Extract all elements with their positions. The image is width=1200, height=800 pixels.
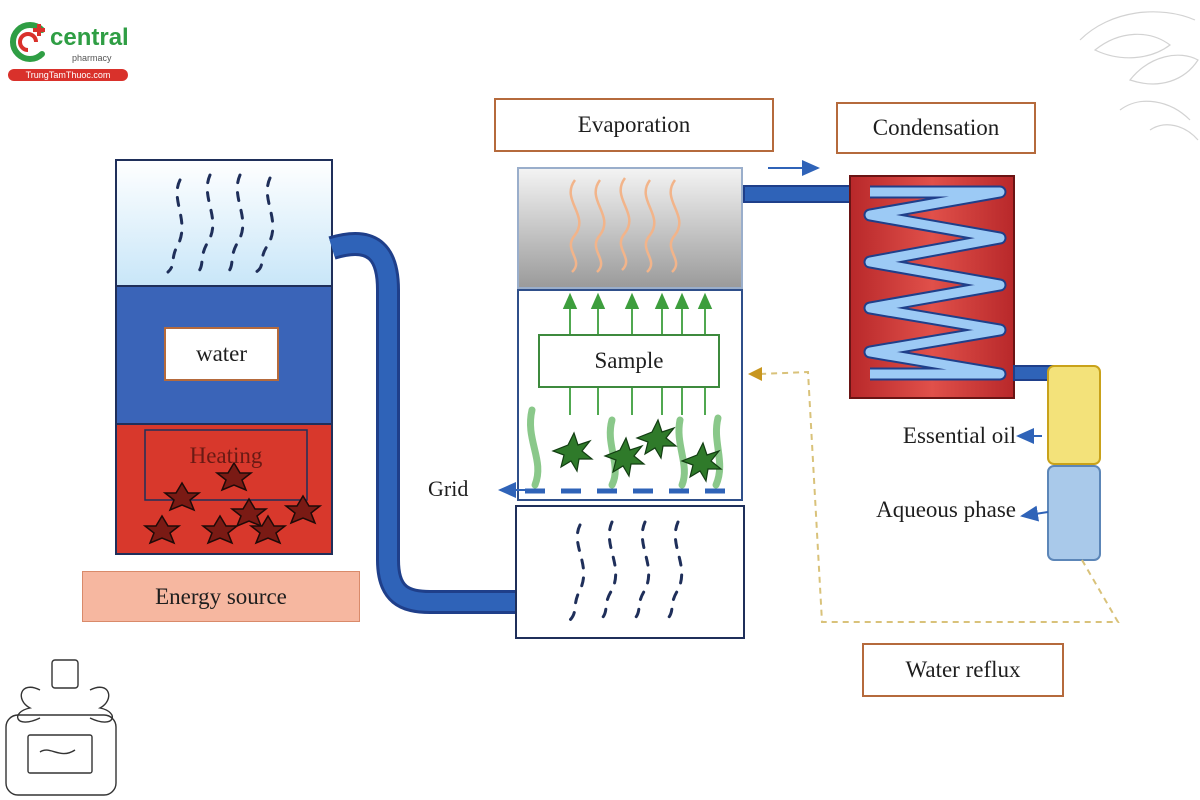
vapor-outlet-pipe — [743, 185, 855, 203]
heating-stars — [142, 461, 323, 545]
leaf-decoration-icon — [1079, 11, 1199, 141]
grid-label: Grid — [428, 476, 469, 501]
still-water-base — [515, 505, 745, 639]
heating-label: Heating — [189, 443, 263, 468]
essential-oil-label: Essential oil — [902, 423, 1016, 448]
brand-name: central — [50, 24, 129, 51]
aqueous-phase-label: Aqueous phase — [876, 497, 1016, 522]
brand-logo[interactable]: central pharmacy TrungTamThuoc.com — [6, 20, 130, 82]
condenser-coil — [865, 187, 1005, 379]
water-label: water — [164, 327, 279, 381]
perfume-bottle-icon — [5, 659, 117, 796]
brand-c-icon — [9, 22, 45, 62]
plant-material — [527, 406, 724, 489]
steam-pipe — [328, 232, 516, 614]
water-reflux-label: Water reflux — [862, 643, 1064, 697]
boiler-steam-chamber — [115, 159, 333, 287]
condensation-label: Condensation — [836, 102, 1036, 154]
distillation-column — [515, 167, 745, 639]
brand-site: TrungTamThuoc.com — [8, 69, 128, 81]
heating-inner-box — [144, 429, 308, 501]
boiler-steam-waves — [166, 173, 275, 276]
base-steam-waves — [568, 520, 684, 622]
vapor-chamber — [517, 167, 743, 289]
vapor-waves — [569, 177, 681, 273]
sample-label: Sample — [538, 334, 720, 388]
reflux-arrow-head — [748, 367, 762, 381]
aqueous-phase-layer — [1047, 465, 1101, 561]
essential-oil-layer — [1047, 365, 1101, 465]
energy-source-label: Energy source — [82, 571, 360, 622]
evaporation-label: Evaporation — [494, 98, 774, 152]
condenser — [849, 175, 1015, 399]
brand-sub: pharmacy — [72, 53, 112, 63]
boiler — [115, 159, 333, 555]
aqueous-arrow — [1020, 505, 1049, 522]
water-reflux-path — [759, 370, 1120, 623]
